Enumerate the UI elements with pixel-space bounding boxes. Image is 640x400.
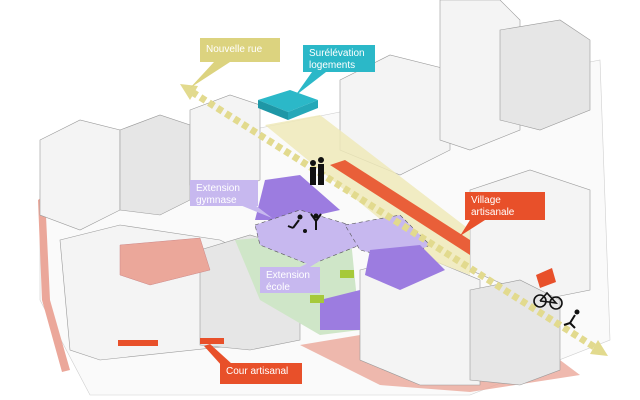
pedestrians-icon	[310, 157, 324, 185]
building	[499, 19, 591, 131]
sports-players-icon	[287, 213, 322, 233]
housing-raise-top	[258, 90, 318, 112]
label-surelevation-logements: Surélévation logements	[303, 45, 375, 72]
canopy	[310, 295, 324, 303]
pointer-surelevation	[295, 72, 326, 96]
bicycle-icon	[533, 291, 563, 310]
pointer-gymnase	[240, 205, 272, 218]
label-line: gymnase	[196, 195, 237, 206]
craft-pavilion	[536, 268, 556, 288]
pointer-cour	[204, 344, 232, 366]
label-cour-artisanal: Cour artisanal	[220, 363, 302, 384]
building	[39, 119, 121, 231]
street-arrow-head-right	[590, 340, 608, 356]
housing-raise-side	[258, 100, 288, 120]
street-arrow-head-left	[180, 84, 198, 100]
label-line: école	[266, 282, 290, 293]
label-extension-ecole: Extension école	[260, 267, 320, 293]
pointer-ecole	[300, 245, 345, 267]
runner-icon	[563, 309, 580, 329]
label-nouvelle-rue: Nouvelle rue	[200, 38, 280, 62]
label-line: Extension	[266, 270, 310, 281]
craft-facade	[200, 338, 224, 344]
canopy	[340, 270, 354, 278]
label-line: Surélévation	[309, 48, 365, 59]
label-extension-gymnase: Extension gymnase	[190, 180, 258, 206]
housing-raise-side	[288, 100, 318, 120]
label-line: Village	[471, 195, 501, 206]
pointer-village	[460, 220, 485, 236]
label-village-artisanale: Village artisanale	[465, 192, 545, 220]
label-line: logements	[309, 60, 356, 71]
building	[119, 114, 191, 216]
pointer-nouvelle-rue	[190, 62, 230, 88]
school-dark-block	[365, 245, 445, 290]
craft-roof	[119, 237, 211, 286]
label-line: Extension	[196, 183, 240, 194]
label-line: artisanale	[471, 207, 515, 218]
craft-facade	[118, 340, 158, 346]
craft-village-facade	[330, 160, 470, 255]
craft-ground-strip-left	[38, 195, 70, 372]
school-dark-block	[320, 290, 360, 330]
gym-dark	[255, 175, 340, 220]
